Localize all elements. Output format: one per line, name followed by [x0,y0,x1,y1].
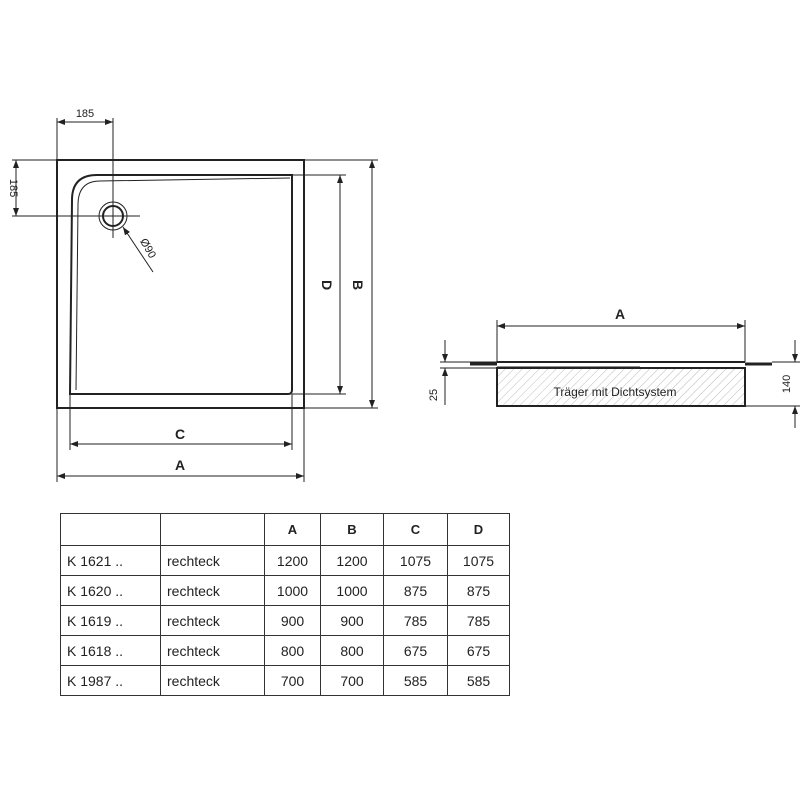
table-cell: 1200 [320,545,384,576]
table-cell: 675 [383,635,448,666]
dim-drain-x: 185 [76,108,94,120]
dim-thickness: 25 [428,389,440,401]
table-cell: rechteck [160,665,265,696]
label-b: B [350,280,366,290]
table-header: A B C D [60,513,510,546]
table-cell: 1000 [320,575,384,606]
tray-outline [56,159,305,409]
table-cell: K 1619 .. [60,605,161,636]
table-cell: 585 [447,665,510,696]
side-label-a: A [615,306,625,322]
label-c: C [175,426,185,442]
table-cell: 800 [264,635,321,666]
table-cell: 700 [264,665,321,696]
table-cell: rechteck [160,545,265,576]
table-cell: 900 [264,605,321,636]
table-cell: 1200 [264,545,321,576]
label-d: D [319,280,335,290]
table-cell: rechteck [160,575,265,606]
plan-view [12,118,378,482]
table-cell: 800 [320,635,384,666]
table-cell: 900 [320,605,384,636]
table-cell: 1075 [383,545,448,576]
table-cell: K 1987 .. [60,665,161,696]
table-cell: 785 [383,605,448,636]
table-cell: 1075 [447,545,510,576]
table-cell: 585 [383,665,448,696]
table-cell: 675 [447,635,510,666]
table-cell: K 1620 .. [60,575,161,606]
tray-basin [68,174,293,395]
table-cell: 700 [320,665,384,696]
support-label: Träger mit Dichtsystem [554,385,677,399]
label-a: A [175,457,185,473]
table-cell: rechteck [160,605,265,636]
table-cell: rechteck [160,635,265,666]
drain-diameter: Ø90 [137,236,158,260]
table-cell: 1000 [264,575,321,606]
dim-height: 140 [781,375,793,393]
table-cell: K 1621 .. [60,545,161,576]
support-body [496,367,746,407]
dim-drain-y: 185 [7,179,19,197]
table-cell: 785 [447,605,510,636]
table-cell: 875 [447,575,510,606]
table-cell: K 1618 .. [60,635,161,666]
table-cell: 875 [383,575,448,606]
side-view [440,320,800,428]
